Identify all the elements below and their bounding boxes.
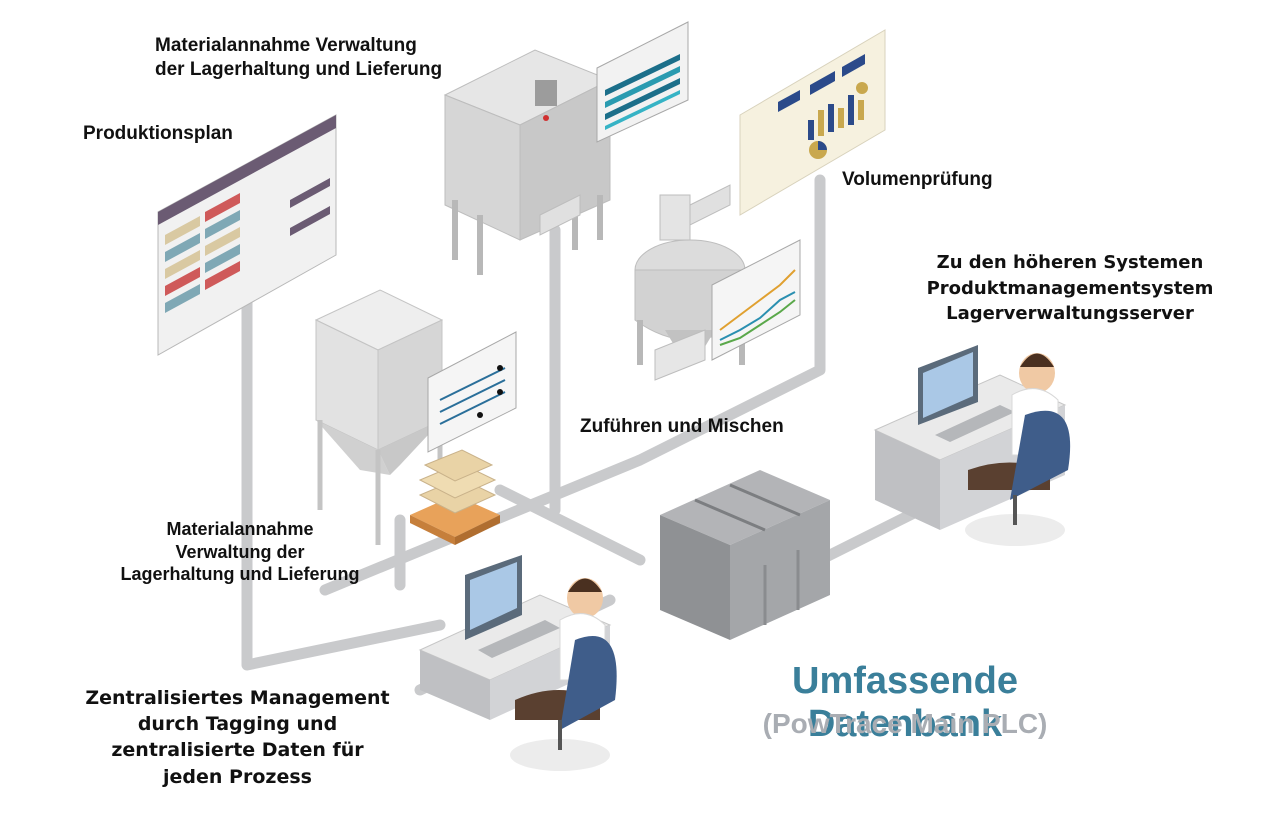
label-feed-and-mix: Zuführen und Mischen xyxy=(580,416,784,437)
pallet-bags xyxy=(410,449,500,545)
workstation-bottom xyxy=(418,555,617,771)
database-subtitle: (PowTrace Main PLC) xyxy=(762,708,1048,739)
label-line: durch Tagging und xyxy=(137,713,338,736)
label-line: Verwaltung der xyxy=(175,541,305,562)
label-higher-systems: Zu den höheren Systemen Produktmanagemen… xyxy=(895,250,1245,327)
label-line: Materialannahme xyxy=(166,519,314,539)
silo xyxy=(314,289,444,545)
label-line: Lagerverwaltungsserver xyxy=(946,303,1194,325)
database-title: Umfassende Datenbank xyxy=(792,660,1018,745)
volume-dashboard xyxy=(739,29,886,216)
workstation-right xyxy=(873,345,1071,546)
label-material-receiving-top: Materialannahme Verwaltung der Lagerhalt… xyxy=(155,34,442,82)
receiving-machine xyxy=(443,49,612,275)
label-volume-check: Volumenprüfung xyxy=(842,169,993,190)
label-material-receiving-bottom: Materialannahme Verwaltung der Lagerhalt… xyxy=(110,518,370,586)
mixer-monitor xyxy=(711,239,801,361)
receiving-monitor xyxy=(596,21,689,143)
label-line: Materialannahme Verwaltung xyxy=(155,35,417,56)
silo-monitor xyxy=(427,331,517,453)
label-line: Produktmanagementsystem xyxy=(926,277,1214,299)
database-servers xyxy=(660,470,830,640)
label-line: zentralisierte Daten für xyxy=(111,739,364,762)
label-production-plan: Produktionsplan xyxy=(83,123,233,144)
label-central-management: Zentralisiertes Management durch Tagging… xyxy=(60,685,415,790)
label-line: jeden Prozess xyxy=(163,765,312,788)
label-line: Zentralisiertes Management xyxy=(85,687,390,709)
label-line: der Lagerhaltung und Lieferung xyxy=(155,58,443,80)
label-line: Zu den höheren Systemen xyxy=(936,252,1204,273)
label-line: Lagerhaltung und Lieferung xyxy=(120,564,360,584)
production-plan-panel xyxy=(157,114,337,356)
